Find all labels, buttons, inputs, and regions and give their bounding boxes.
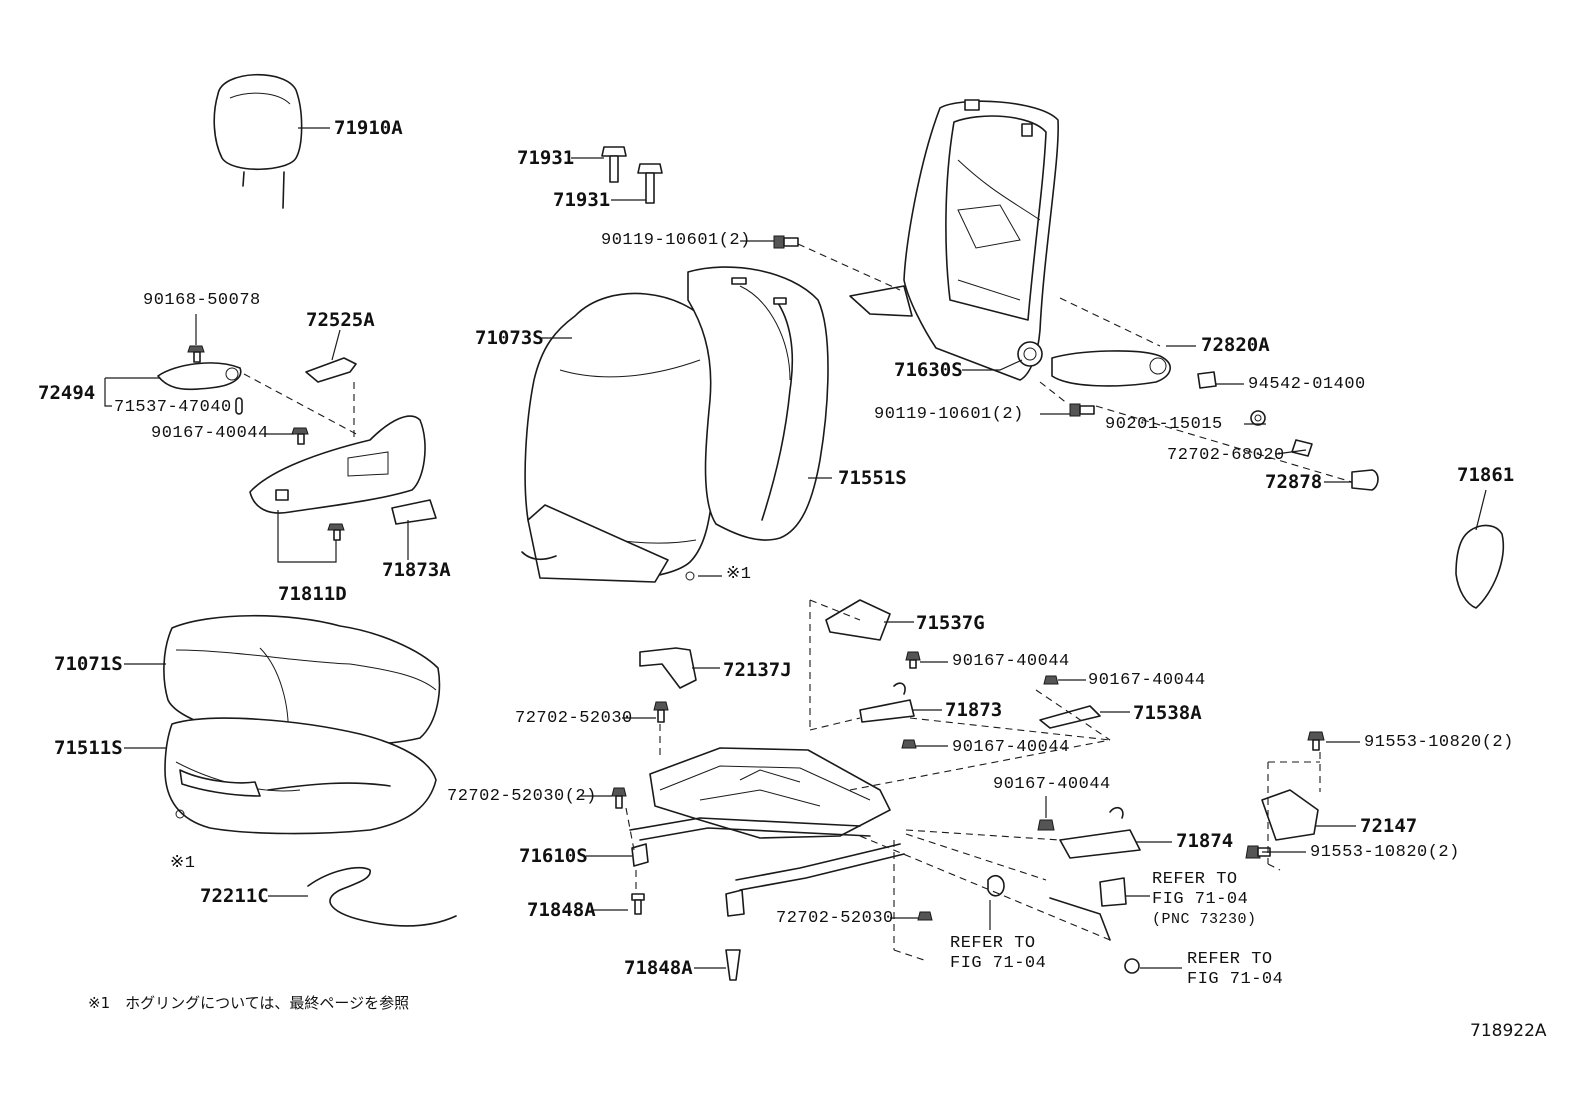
seatback-pad-part (687, 266, 829, 541)
refer-nut-line1: REFER TO (1187, 950, 1273, 969)
label-90167-40044-right: 90167-40044 (1088, 671, 1206, 690)
label-72878: 72878 (1265, 471, 1323, 493)
cushion-cover-part (163, 614, 441, 746)
label-72525A: 72525A (306, 309, 375, 331)
label-71538A: 71538A (1133, 702, 1202, 724)
figure-id: 718922A (1470, 1021, 1547, 1041)
fastener-parts (187, 235, 1325, 981)
label-ref1-seatback: ※1 (726, 565, 752, 584)
seat-track-part (629, 599, 1319, 941)
label-90201-15015: 90201-15015 (1105, 415, 1223, 434)
label-72137J: 72137J (723, 659, 792, 681)
label-90168-50078: 90168-50078 (143, 291, 261, 310)
label-72147: 72147 (1360, 815, 1418, 837)
label-91553-10820-upper: 91553-10820(2) (1364, 733, 1514, 752)
note-refer-rail: REFER TO FIG 71-04 (950, 934, 1046, 974)
label-90119-10601-lower: 90119-10601(2) (874, 405, 1024, 424)
label-71071S: 71071S (54, 653, 123, 675)
label-71873: 71873 (945, 699, 1003, 721)
seatback-cover-part (521, 292, 721, 583)
label-72702-68020: 72702-68020 (1167, 446, 1285, 465)
label-71511S: 71511S (54, 737, 123, 759)
label-72702-52030-top: 72702-52030 (515, 709, 633, 728)
label-90167-40044-lower: 90167-40044 (993, 775, 1111, 794)
label-71610S: 71610S (519, 845, 588, 867)
label-90167-40044-middle: 90167-40044 (952, 738, 1070, 757)
footnote-hog-ring: ※1 ホグリングについては、最終ページを参照 (88, 994, 410, 1012)
label-72702-52030-bottom: 72702-52030 (776, 909, 894, 928)
label-90119-10601-upper: 90119-10601(2) (601, 231, 751, 250)
label-71848A-lower: 71848A (624, 957, 693, 979)
leader-lines (104, 127, 1487, 969)
label-71630S: 71630S (894, 359, 963, 381)
label-71537G: 71537G (916, 612, 985, 634)
note-refer-seatbelt: REFER TO FIG 71-04 (PNC 73230) (1152, 870, 1257, 930)
label-71861: 71861 (1457, 464, 1515, 486)
refer-seatbelt-pnc: (PNC 73230) (1152, 911, 1257, 928)
label-71931-upper: 71931 (517, 147, 575, 169)
label-90167-40044-side: 90167-40044 (151, 424, 269, 443)
label-94542-01400: 94542-01400 (1248, 375, 1366, 394)
label-71537-47040: 71537-47040 (114, 398, 232, 417)
label-71910A: 71910A (334, 117, 403, 139)
headrest-support-part (601, 146, 663, 204)
label-71811D: 71811D (278, 583, 347, 605)
label-72702-52030-pair: 72702-52030(2) (447, 787, 597, 806)
label-90167-40044-upper: 90167-40044 (952, 652, 1070, 671)
label-71551S: 71551S (838, 467, 907, 489)
label-91553-10820-lower: 91553-10820(2) (1310, 843, 1460, 862)
label-72494: 72494 (38, 382, 96, 404)
seatback-frame-part (849, 99, 1059, 381)
label-71848A-upper: 71848A (527, 899, 596, 921)
label-71073S: 71073S (475, 327, 544, 349)
label-72211C: 72211C (200, 885, 269, 907)
refer-rail-line1: REFER TO (950, 934, 1036, 953)
recliner-cover-part (1051, 350, 1504, 609)
label-72820A: 72820A (1201, 334, 1270, 356)
note-refer-nut: REFER TO FIG 71-04 (1187, 950, 1283, 990)
cushion-wire-part (307, 866, 457, 927)
headrest-part (213, 73, 303, 209)
label-ref1-cushion: ※1 (170, 854, 196, 873)
cushion-pad-part (164, 717, 437, 835)
assembly-dashed-lines (243, 243, 1353, 961)
label-71931-lower: 71931 (553, 189, 611, 211)
refer-rail-line2: FIG 71-04 (950, 954, 1047, 973)
label-71874: 71874 (1176, 830, 1234, 852)
refer-nut-line2: FIG 71-04 (1187, 970, 1284, 989)
seat-side-cover-part (157, 357, 437, 525)
label-71873A: 71873A (382, 559, 451, 581)
refer-seatbelt-line2: FIG 71-04 (1152, 890, 1249, 909)
refer-seatbelt-line1: REFER TO (1152, 870, 1238, 889)
